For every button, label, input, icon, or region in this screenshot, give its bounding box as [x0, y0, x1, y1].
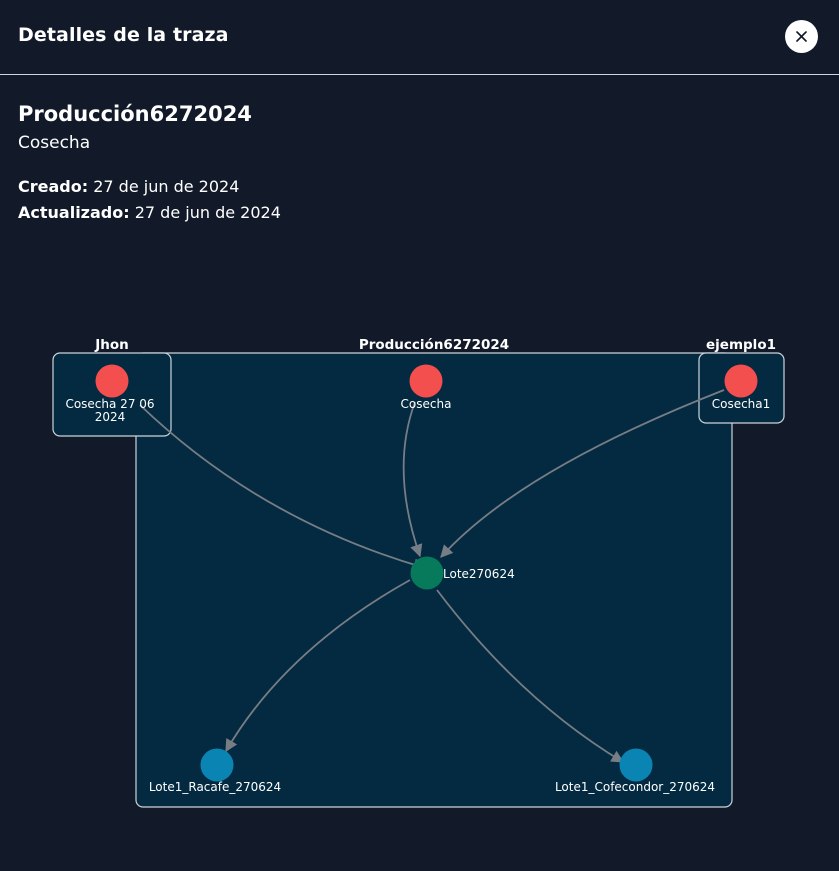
node-n4[interactable] — [410, 556, 444, 590]
trace-info: Producción6272024 Cosecha Creado: 27 de … — [18, 100, 281, 226]
node-label-n3: Cosecha1 — [712, 397, 771, 411]
created-row: Creado: 27 de jun de 2024 — [18, 174, 281, 200]
group-label-g_jhon: Jhon — [94, 337, 129, 353]
created-value: 27 de jun de 2024 — [93, 177, 240, 196]
updated-value: 27 de jun de 2024 — [134, 203, 281, 222]
node-label-n4: Lote270624 — [443, 567, 515, 581]
node-n3[interactable] — [724, 364, 758, 398]
dialog-title: Detalles de la traza — [18, 24, 229, 46]
edge-n2-n4 — [402, 401, 423, 558]
created-label: Creado: — [18, 177, 89, 196]
group-label-g_ejemplo: ejemplo1 — [706, 337, 776, 353]
node-n1[interactable] — [95, 364, 129, 398]
edge-n3-n4 — [440, 389, 725, 558]
group-label-g_main: Producción6272024 — [359, 337, 509, 353]
node-n6[interactable] — [619, 748, 653, 782]
edge-n4-n6 — [436, 589, 625, 763]
trace-type: Cosecha — [18, 133, 91, 153]
edge-n4-n5 — [225, 579, 411, 753]
edge-n1-n4 — [139, 404, 427, 571]
dialog-header: Detalles de la traza — [0, 0, 839, 75]
updated-label: Actualizado: — [18, 203, 130, 222]
node-label-n6: Lote1_Cofecondor_270624 — [555, 780, 715, 794]
close-button[interactable] — [785, 20, 818, 53]
close-icon — [796, 31, 807, 42]
node-label-n2: Cosecha — [401, 397, 452, 411]
node-label-n5: Lote1_Racafe_270624 — [149, 780, 281, 794]
node-n2[interactable] — [409, 364, 443, 398]
node-n5[interactable] — [200, 748, 234, 782]
trace-name: Producción6272024 — [18, 102, 252, 126]
updated-row: Actualizado: 27 de jun de 2024 — [18, 200, 281, 226]
